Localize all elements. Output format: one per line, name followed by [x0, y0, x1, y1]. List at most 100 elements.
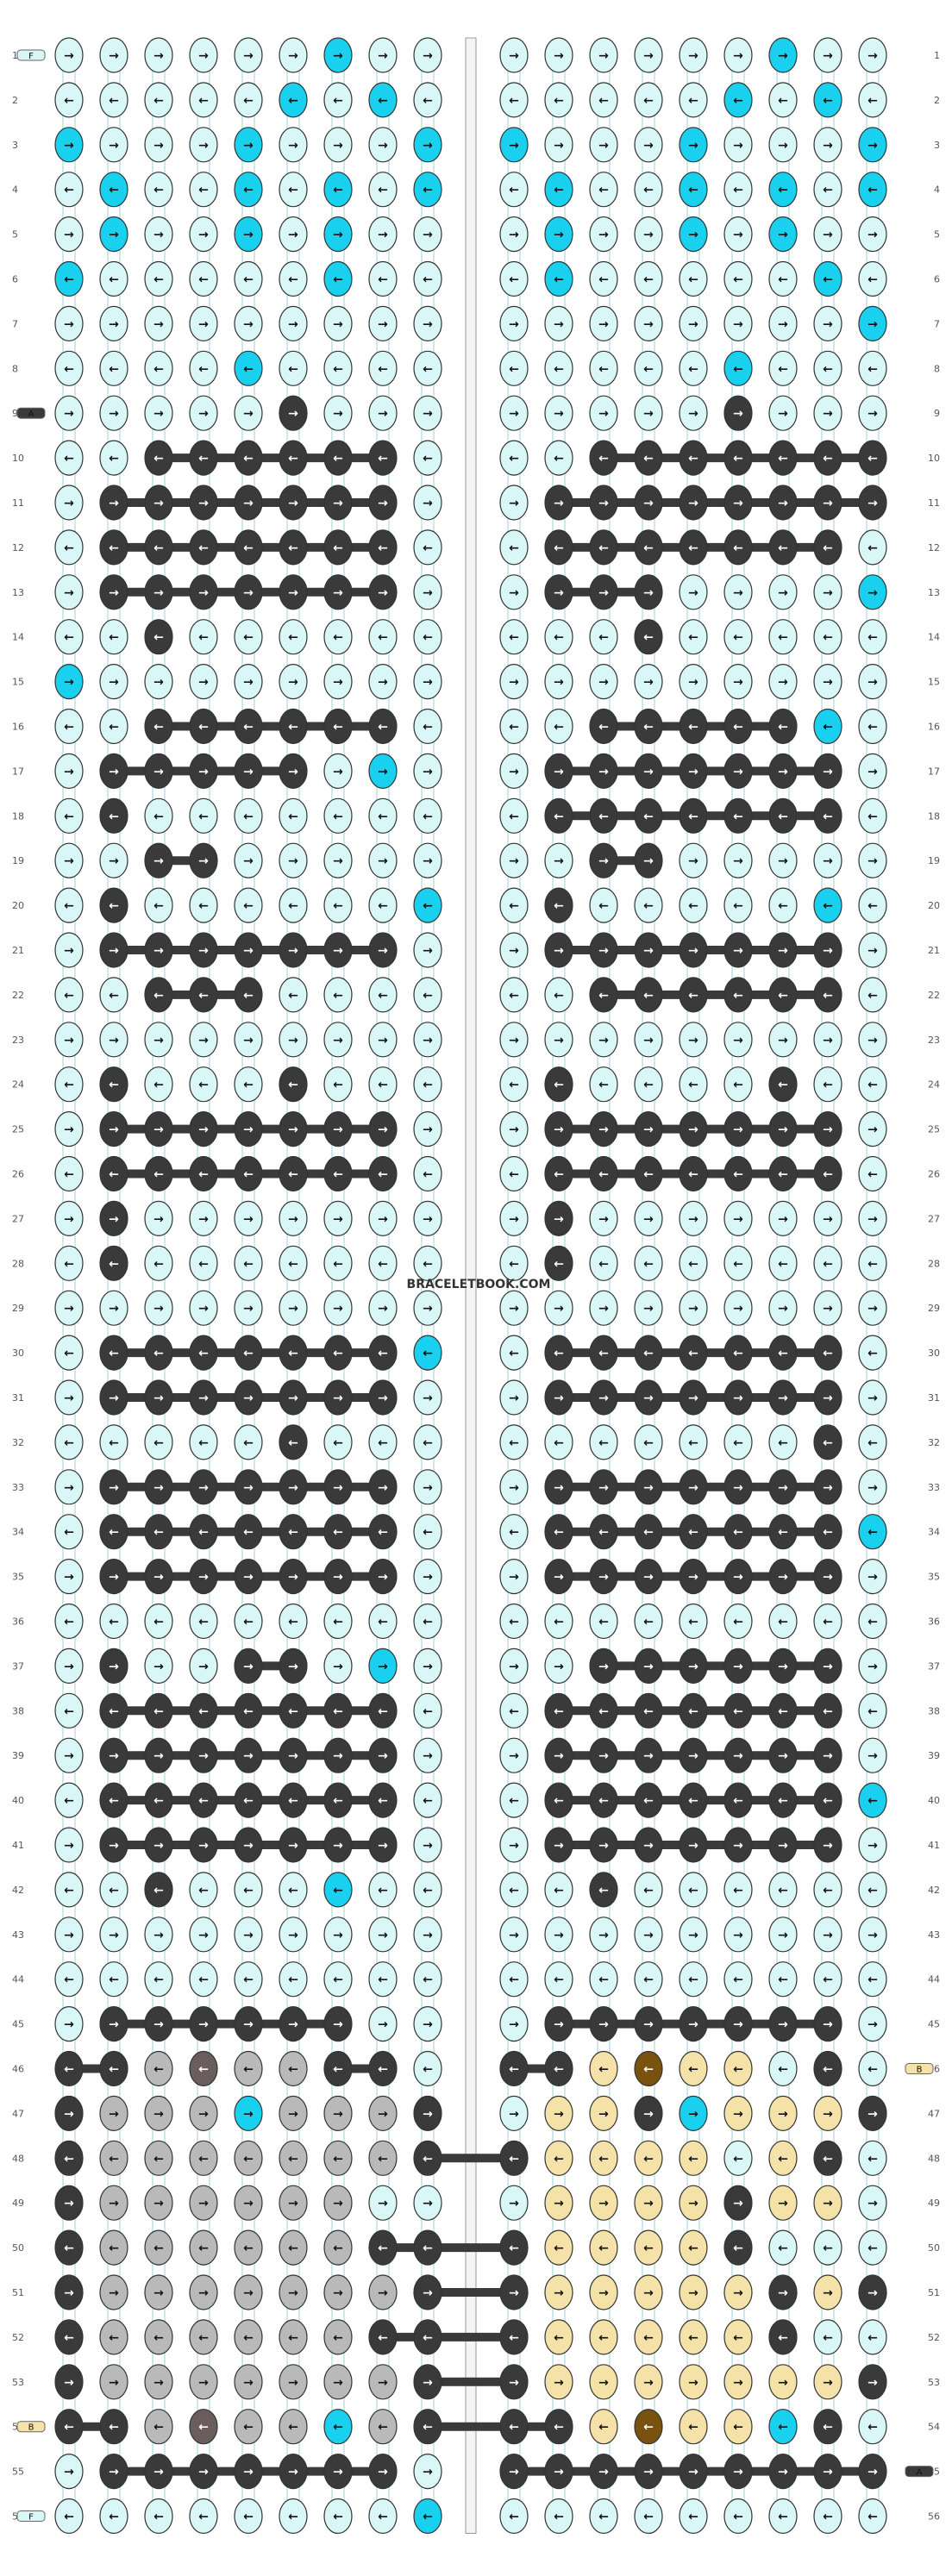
knot-shape — [368, 1155, 398, 1192]
knot-shape — [813, 440, 842, 476]
arrow-left-icon: ← — [598, 1079, 609, 1092]
knot: ← — [544, 440, 573, 476]
arrow-left-icon: ← — [598, 362, 609, 376]
arrow-left-icon: ← — [867, 2063, 878, 2077]
knot-shape — [279, 1827, 308, 1863]
knot: → — [723, 574, 753, 610]
knot: ← — [634, 887, 663, 923]
knot: ← — [679, 2319, 708, 2355]
knot-shape — [544, 2409, 573, 2445]
arrow-left-icon: ← — [733, 94, 743, 108]
arrow-left-icon: ← — [423, 541, 433, 555]
arrow-left-icon: ← — [823, 1436, 833, 1450]
knot-shape — [99, 1961, 128, 1998]
knot-shape — [234, 1200, 263, 1237]
knot-shape — [99, 1245, 128, 1281]
knot-shape — [413, 842, 442, 878]
knot: ← — [768, 708, 798, 745]
arrow-right-icon: → — [688, 1839, 698, 1853]
knot-shape — [413, 305, 442, 341]
knot-shape — [858, 1648, 887, 1685]
knot-shape — [413, 1066, 442, 1103]
knot-shape — [368, 1514, 398, 1550]
arrow-right-icon: → — [733, 1749, 743, 1763]
row-label-left: 21 — [12, 945, 24, 956]
arrow-left-icon: ← — [243, 1526, 254, 1540]
knot-shape — [99, 260, 128, 297]
knot-shape — [144, 753, 173, 790]
arrow-right-icon: → — [688, 228, 698, 242]
arrow-right-icon: → — [198, 2018, 209, 2032]
arrow-left-icon: ← — [333, 184, 343, 197]
arrow-left-icon: ← — [778, 541, 788, 555]
arrow-left-icon: ← — [378, 273, 388, 287]
knot-shape — [144, 1603, 173, 1640]
knot-shape — [279, 1245, 308, 1281]
knot: → — [858, 574, 887, 610]
arrow-right-icon: → — [643, 1212, 654, 1226]
arrow-left-icon: ← — [288, 1436, 298, 1450]
arrow-right-icon: → — [733, 1212, 743, 1226]
knot: → — [99, 1200, 128, 1237]
knot: → — [323, 1916, 353, 1953]
knot-shape — [723, 305, 753, 341]
knot-shape — [368, 1379, 398, 1416]
arrow-right-icon: → — [64, 1929, 74, 1942]
knot-shape — [499, 1558, 529, 1595]
knot: → — [634, 2185, 663, 2221]
knot: ← — [234, 1603, 263, 1640]
knot: ← — [323, 1782, 353, 1818]
knot-shape — [144, 1379, 173, 1416]
arrow-right-icon: → — [378, 1839, 388, 1853]
knot: → — [368, 127, 398, 163]
knot-shape — [723, 708, 753, 745]
arrow-right-icon: → — [688, 2107, 698, 2121]
arrow-left-icon: ← — [509, 1616, 519, 1629]
arrow-left-icon: ← — [153, 631, 164, 645]
knot-shape — [54, 1782, 84, 1818]
knot: → — [679, 395, 708, 431]
arrow-right-icon: → — [198, 1660, 209, 1673]
arrow-left-icon: ← — [778, 2421, 788, 2435]
arrow-right-icon: → — [509, 1481, 519, 1495]
knot: ← — [768, 2050, 798, 2087]
row-label-left: 29 — [12, 1303, 24, 1314]
knot: → — [323, 2274, 353, 2310]
knot-shape — [634, 1782, 663, 1818]
knot-shape — [54, 1514, 84, 1550]
arrow-right-icon: → — [867, 2107, 878, 2121]
arrow-left-icon: ← — [198, 899, 209, 913]
knot-shape — [279, 350, 308, 386]
knot: ← — [144, 1872, 173, 1908]
knot-shape — [544, 1155, 573, 1192]
arrow-left-icon: ← — [509, 1884, 519, 1898]
arrow-left-icon: ← — [153, 2063, 164, 2077]
arrow-right-icon: → — [733, 1660, 743, 1673]
knot-shape — [279, 1335, 308, 1371]
arrow-left-icon: ← — [554, 810, 564, 823]
knot-shape — [858, 1469, 887, 1505]
knot-shape — [99, 797, 128, 834]
knot-shape — [413, 1692, 442, 1729]
knot: → — [723, 1290, 753, 1326]
knot-shape — [679, 2006, 708, 2042]
knot-shape — [413, 1648, 442, 1685]
knot: → — [54, 1200, 84, 1237]
knot: → — [323, 574, 353, 610]
knot-shape — [634, 1692, 663, 1729]
knot: → — [368, 1558, 398, 1595]
arrow-right-icon: → — [288, 1839, 298, 1853]
arrow-right-icon: → — [867, 676, 878, 690]
knot-shape — [634, 1648, 663, 1685]
knot-shape — [144, 1514, 173, 1550]
arrow-left-icon: ← — [288, 1347, 298, 1360]
knot-shape — [723, 2364, 753, 2400]
knot-shape — [189, 1469, 218, 1505]
knot-shape — [368, 172, 398, 208]
arrow-right-icon: → — [867, 407, 878, 421]
knot-shape — [723, 1379, 753, 1416]
knot-shape — [413, 1514, 442, 1550]
arrow-right-icon: → — [243, 1302, 254, 1316]
arrow-right-icon: → — [288, 586, 298, 600]
knot-shape — [679, 797, 708, 834]
